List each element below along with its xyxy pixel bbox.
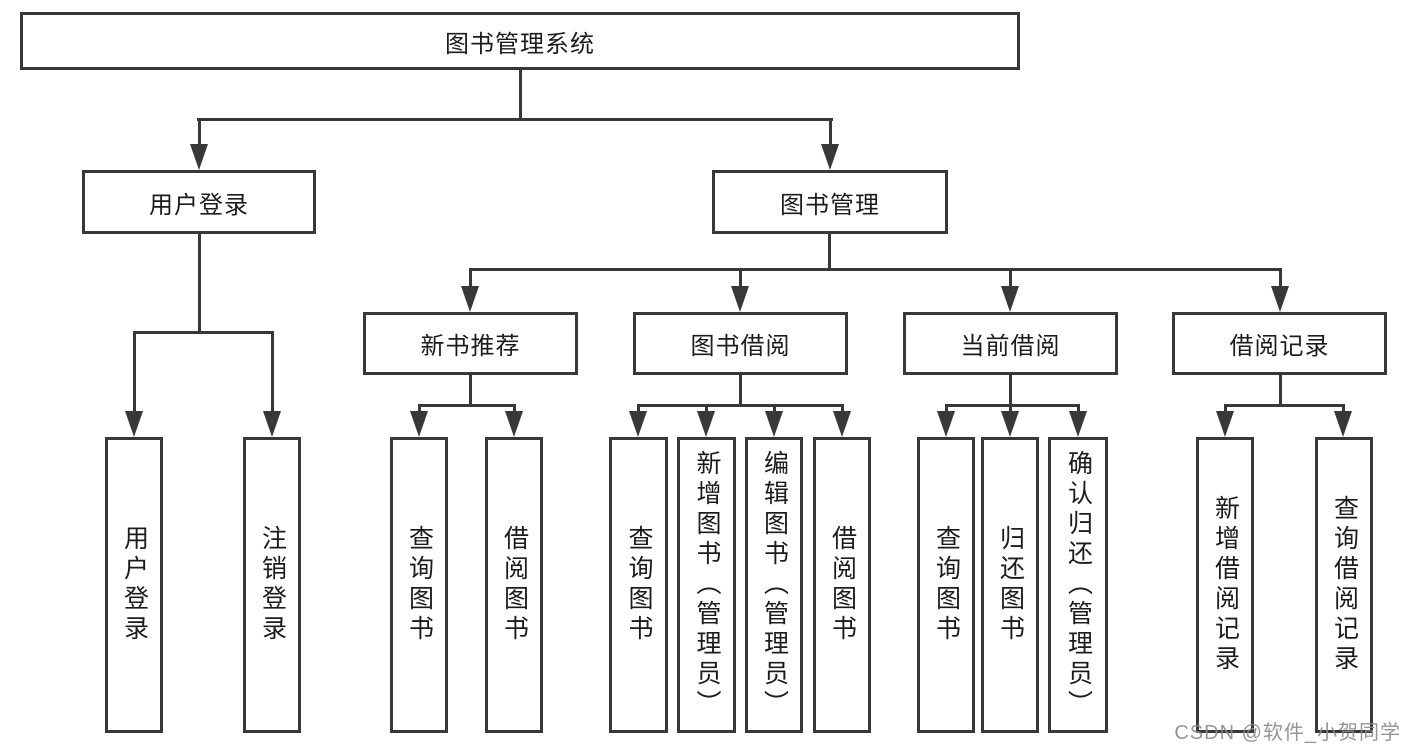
arrow-down-icon: [125, 411, 143, 437]
connector-line: [468, 268, 472, 288]
node-label: 注销登录: [258, 525, 287, 645]
connector-line: [738, 268, 742, 288]
node-leaf-user-login: 用户登录: [105, 437, 163, 733]
arrow-down-icon: [1001, 411, 1019, 437]
connector-line: [1279, 375, 1282, 407]
arrow-down-icon: [1216, 411, 1234, 437]
connector-line: [198, 234, 201, 334]
connector-line: [417, 404, 421, 413]
node-branch-new-book-recommend: 新书推荐: [363, 312, 578, 375]
node-branch-book-borrowing: 图书借阅: [633, 312, 848, 375]
connector-line: [636, 404, 640, 413]
connector-line: [197, 118, 201, 146]
node-leaf-add-borrow-record: 新增借阅记录: [1196, 437, 1254, 733]
node-label: 编辑图书（管理员）: [760, 450, 789, 720]
node-label: 新增图书（管理员）: [693, 450, 721, 720]
node-leaf-query-books-2: 查询图书: [609, 437, 668, 733]
connector-line: [1224, 404, 1345, 407]
arrow-down-icon: [629, 411, 647, 437]
connector-line: [133, 331, 274, 334]
arrow-down-icon: [1069, 411, 1087, 437]
connector-line: [1008, 404, 1012, 413]
node-label: 查询图书: [932, 525, 961, 645]
connector-line: [197, 118, 833, 121]
node-label: 用户登录: [120, 525, 149, 645]
connector-line: [828, 118, 832, 146]
node-leaf-borrow-books-1: 借阅图书: [485, 437, 543, 733]
arrow-down-icon: [263, 411, 281, 437]
arrow-down-icon: [937, 411, 955, 437]
arrow-down-icon: [821, 144, 839, 170]
node-leaf-add-books-admin: 新增图书（管理员）: [677, 437, 736, 733]
connector-line: [1341, 404, 1345, 413]
connector-line: [469, 375, 472, 407]
connector-line: [1223, 404, 1227, 413]
node-label: 确认归还（管理员）: [1064, 450, 1093, 720]
arrow-down-icon: [505, 411, 523, 437]
connector-line: [1278, 268, 1282, 288]
node-leaf-borrow-books-2: 借阅图书: [813, 437, 871, 733]
connector-line: [418, 404, 516, 407]
connector-line: [637, 404, 844, 407]
arrow-down-icon: [731, 286, 749, 312]
arrow-down-icon: [1334, 411, 1352, 437]
node-label: 图书管理: [780, 191, 880, 219]
arrow-down-icon: [190, 144, 208, 170]
node-label: 新增借阅记录: [1211, 495, 1240, 675]
node-branch-current-borrowing: 当前借阅: [903, 312, 1118, 375]
node-branch-book-management: 图书管理: [712, 170, 948, 234]
node-label: 归还图书: [996, 525, 1025, 645]
connector-line: [512, 404, 516, 413]
node-branch-user-login: 用户登录: [82, 170, 316, 234]
node-leaf-confirm-return-admin: 确认归还（管理员）: [1048, 437, 1108, 733]
connector-line: [828, 234, 831, 271]
arrow-down-icon: [765, 411, 783, 437]
connector-line: [1076, 404, 1080, 413]
arrow-down-icon: [697, 411, 715, 437]
node-label: 借阅记录: [1229, 333, 1330, 360]
connector-line: [945, 404, 1080, 407]
node-label: 图书借阅: [690, 333, 791, 360]
node-label: 查询借阅记录: [1330, 495, 1359, 675]
connector-line: [469, 268, 1282, 271]
arrow-down-icon: [410, 411, 428, 437]
node-label: 图书管理系统: [445, 30, 595, 58]
node-label: 查询图书: [405, 525, 434, 645]
connector-line: [739, 375, 742, 407]
node-leaf-query-borrow-record: 查询借阅记录: [1315, 437, 1373, 733]
arrow-down-icon: [833, 411, 851, 437]
arrow-down-icon: [461, 286, 479, 312]
node-branch-borrowing-records: 借阅记录: [1172, 312, 1387, 375]
connector-line: [944, 404, 948, 413]
node-leaf-logout: 注销登录: [243, 437, 301, 733]
node-label: 当前借阅: [960, 333, 1061, 360]
connector-line: [772, 404, 776, 413]
connector-line: [519, 70, 522, 121]
node-label: 新书推荐: [420, 333, 521, 360]
connector-line: [1008, 268, 1012, 288]
node-root-library-system: 图书管理系统: [20, 12, 1020, 70]
node-leaf-query-books-3: 查询图书: [917, 437, 975, 733]
node-leaf-return-books: 归还图书: [981, 437, 1039, 733]
connector-line: [840, 404, 844, 413]
node-leaf-edit-books-admin: 编辑图书（管理员）: [745, 437, 803, 733]
node-label: 查询图书: [625, 525, 653, 645]
node-leaf-query-books-1: 查询图书: [390, 437, 448, 733]
connector-line: [132, 331, 136, 413]
node-label: 用户登录: [149, 191, 249, 219]
node-label: 借阅图书: [828, 525, 857, 645]
connector-line: [270, 331, 274, 413]
csdn-watermark: CSDN @软件_小贺同学: [1174, 722, 1401, 744]
arrow-down-icon: [1001, 286, 1019, 312]
arrow-down-icon: [1271, 286, 1289, 312]
connector-line: [1009, 375, 1012, 407]
connector-line: [704, 404, 708, 413]
node-label: 借阅图书: [500, 525, 529, 645]
